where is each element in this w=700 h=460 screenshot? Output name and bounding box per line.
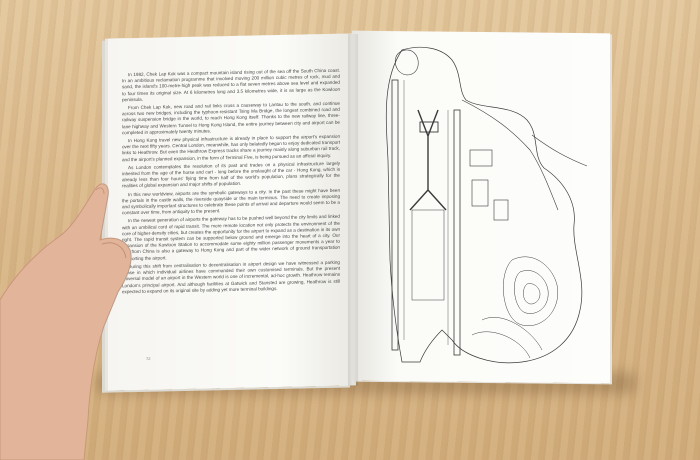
terminal-core [419, 121, 439, 133]
paragraph-6: In the newest generation of airports the… [122, 214, 340, 261]
terminal-building [409, 109, 447, 211]
hill-contour-5 [471, 331, 531, 359]
causeway-road [531, 134, 588, 167]
book-gutter [348, 34, 358, 386]
maintenance-block [493, 199, 509, 221]
hill-contour-3 [523, 283, 541, 305]
cargo-block [469, 149, 493, 167]
hill-contour-1 [503, 256, 559, 327]
service-block [471, 179, 489, 207]
airport-plan-drawing [385, 46, 588, 364]
page-number: 72 [146, 356, 151, 361]
hill-contour-4 [481, 317, 543, 351]
paragraph-5: In this new worldview, airports are the … [122, 187, 340, 216]
left-page-text: In 1982, Chek Lap Kok was a compact moun… [122, 68, 340, 331]
paragraph-7: During this shift from centralisation to… [122, 259, 340, 294]
paragraph-4: As London contemplates the resolution of… [122, 160, 340, 189]
paragraph-3: In Hong Kong travel new physical infrast… [122, 133, 340, 162]
paragraph-2: From Chek Lap Kok, new road and rail lin… [122, 100, 340, 136]
runway-south [453, 109, 461, 356]
apron-area [411, 209, 445, 301]
access-road [461, 99, 559, 211]
north-islet [394, 49, 419, 76]
runway-north [391, 79, 399, 351]
paragraph-1: In 1982, Chek Lap Kok was a compact moun… [122, 67, 340, 103]
hill-contour-2 [514, 270, 549, 314]
island-outline [385, 46, 583, 364]
